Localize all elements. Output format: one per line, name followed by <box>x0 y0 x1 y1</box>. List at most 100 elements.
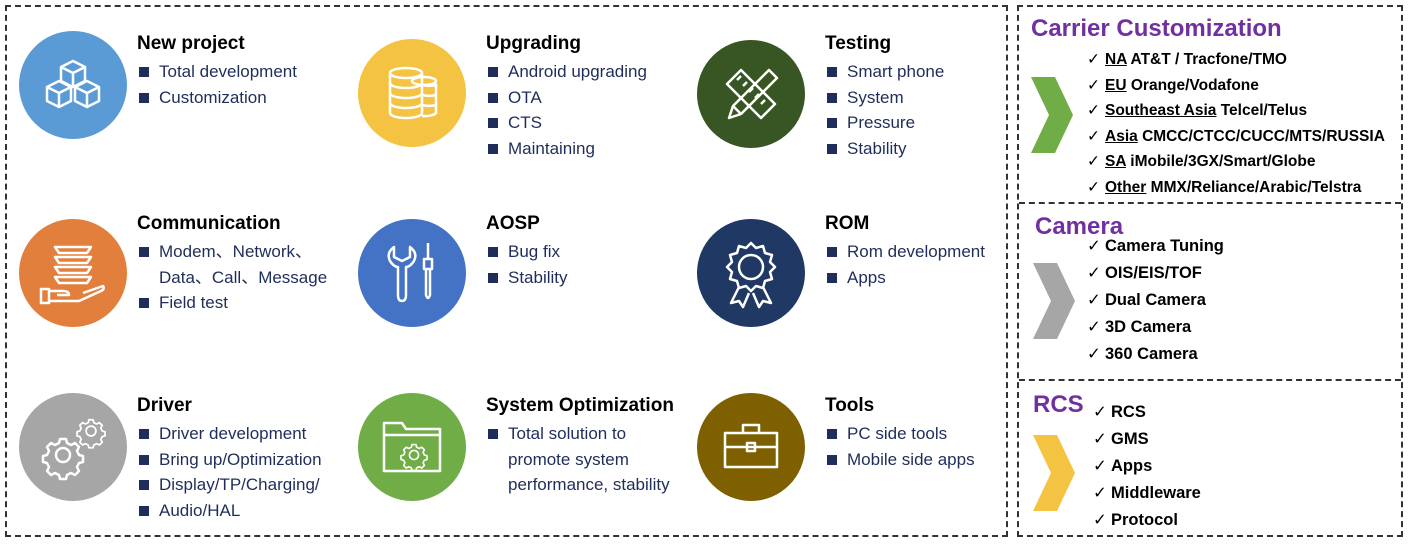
carrier-list: ✓ NA AT&T / Tracfone/TMO ✓EU Orange/Vodafo… <box>1087 47 1385 200</box>
camera-item: ✓3D Camera <box>1087 314 1224 341</box>
bullet-square-icon <box>139 67 149 77</box>
service-item-text: Bring up/Optimization <box>159 449 322 469</box>
service-item: Android upgrading <box>486 59 647 85</box>
service-item: Pressure <box>825 110 944 136</box>
service-item-text: Pressure <box>847 113 916 132</box>
service-item-text: Smart phone <box>847 62 945 81</box>
carrier-operators: AT&T / Tracfone/TMO <box>1130 51 1287 68</box>
service-item: Maintaining <box>486 136 647 162</box>
carrier-region: SA <box>1105 153 1126 170</box>
bullet-square-icon <box>488 118 498 128</box>
service-title: AOSP <box>486 213 540 234</box>
service-item: Customization <box>137 85 297 111</box>
carrier-item: ✓SA iMobile/3GX/Smart/Globe <box>1087 149 1385 175</box>
checkmark-icon: ✓ <box>1087 237 1101 255</box>
carrier-region: Asia <box>1105 127 1138 145</box>
service-item: Mobile side apps <box>825 447 975 473</box>
service-title: Communication <box>137 213 281 234</box>
service-item: Bug fix <box>486 239 568 265</box>
checkmark-icon: ✓ <box>1087 127 1100 145</box>
service-circle <box>358 39 466 147</box>
service-item-text: Bug fix <box>508 242 560 261</box>
bullet-square-icon <box>139 429 149 439</box>
carrier-operators: iMobile/3GX/Smart/Globe <box>1130 153 1316 170</box>
service-circle <box>19 31 127 139</box>
section-divider <box>1019 202 1401 204</box>
service-item-text: System <box>847 87 904 107</box>
camera-item-label: 360 Camera <box>1105 345 1198 363</box>
bullet-square-icon <box>488 272 498 283</box>
wrench-screwdriver-icon <box>387 243 434 303</box>
rcs-item: ✓GMS <box>1093 426 1201 453</box>
carrier-item: ✓Other MMX/Reliance/Arabic/Telstra <box>1087 175 1385 201</box>
bullet-square-icon <box>827 247 837 257</box>
service-item: Total development <box>137 59 297 85</box>
bullet-square-icon <box>139 298 149 308</box>
chevron-right-icon <box>1033 435 1075 511</box>
service-circle <box>358 393 466 501</box>
service-item: Field test <box>137 290 327 316</box>
checkmark-icon: ✓ <box>1087 76 1100 94</box>
carrier-item: ✓EU Orange/Vodafone <box>1087 73 1385 99</box>
rcs-item: ✓RCS <box>1093 399 1201 426</box>
carrier-item: ✓Southeast Asia Telcel/Telus <box>1087 98 1385 124</box>
service-item-text: Android upgrading <box>508 62 647 81</box>
carrier-item: ✓ NA AT&T / Tracfone/TMO <box>1087 47 1385 73</box>
service-item: Display/TP/Charging/ <box>137 472 322 498</box>
capabilities-panel: Carrier Customization ✓NA AT&T / Tracfon… <box>1017 5 1403 537</box>
rcs-item-label: GMS <box>1111 430 1149 448</box>
checkmark-icon: ✓ <box>1093 403 1107 421</box>
camera-item-label: 3D Camera <box>1105 318 1192 336</box>
toolbox-icon <box>723 423 779 469</box>
checkmark-icon: ✓ <box>1087 345 1101 363</box>
service-item: Stability <box>825 136 944 162</box>
bullet-square-icon <box>488 67 498 77</box>
service-item-text: Customization <box>159 87 267 107</box>
service-title: Testing <box>825 33 892 54</box>
service-item-text: Apps <box>847 267 886 287</box>
service-item-text: Rom development <box>847 242 985 261</box>
service-circle <box>697 393 805 501</box>
checkmark-icon: ✓ <box>1087 51 1100 68</box>
pencil-ruler-icon <box>725 68 779 120</box>
service-item-text: Mobile side apps <box>847 449 975 469</box>
carrier-operators: MMX/Reliance/Arabic/Telstra <box>1150 178 1362 196</box>
bullet-square-icon <box>488 143 498 154</box>
service-title: Driver <box>137 395 192 416</box>
bullet-square-icon <box>827 429 837 439</box>
service-item: Apps <box>825 265 985 291</box>
database-icon <box>388 66 438 120</box>
service-item-text: Field test <box>159 293 228 312</box>
bullet-square-icon <box>139 247 149 257</box>
service-item-text: Total development <box>159 62 297 81</box>
bullet-square-icon <box>827 454 837 465</box>
rcs-item-label: Protocol <box>1111 511 1178 529</box>
rcs-item-label: RCS <box>1111 403 1146 421</box>
camera-item-label: Camera Tuning <box>1105 237 1224 255</box>
carrier-operators: CMCC/CTCC/CUCC/MTS/RUSSIA <box>1142 127 1385 145</box>
checkmark-icon: ✓ <box>1087 264 1101 282</box>
rcs-item-label: Middleware <box>1111 484 1201 502</box>
carrier-region: NA <box>1105 51 1127 68</box>
bullet-square-icon <box>139 454 149 465</box>
service-circle <box>697 40 805 148</box>
checkmark-icon: ✓ <box>1087 291 1101 309</box>
camera-item: ✓Camera Tuning <box>1087 233 1224 260</box>
service-item: OTA <box>486 85 647 111</box>
bullet-square-icon <box>139 92 149 103</box>
checkmark-icon: ✓ <box>1093 457 1107 475</box>
service-item-text: Maintaining <box>508 138 595 158</box>
checkmark-icon: ✓ <box>1087 102 1100 119</box>
service-item-text: Modem、Network、 <box>159 242 313 261</box>
bullet-square-icon <box>139 480 149 490</box>
rcs-item: ✓Protocol <box>1093 507 1201 534</box>
